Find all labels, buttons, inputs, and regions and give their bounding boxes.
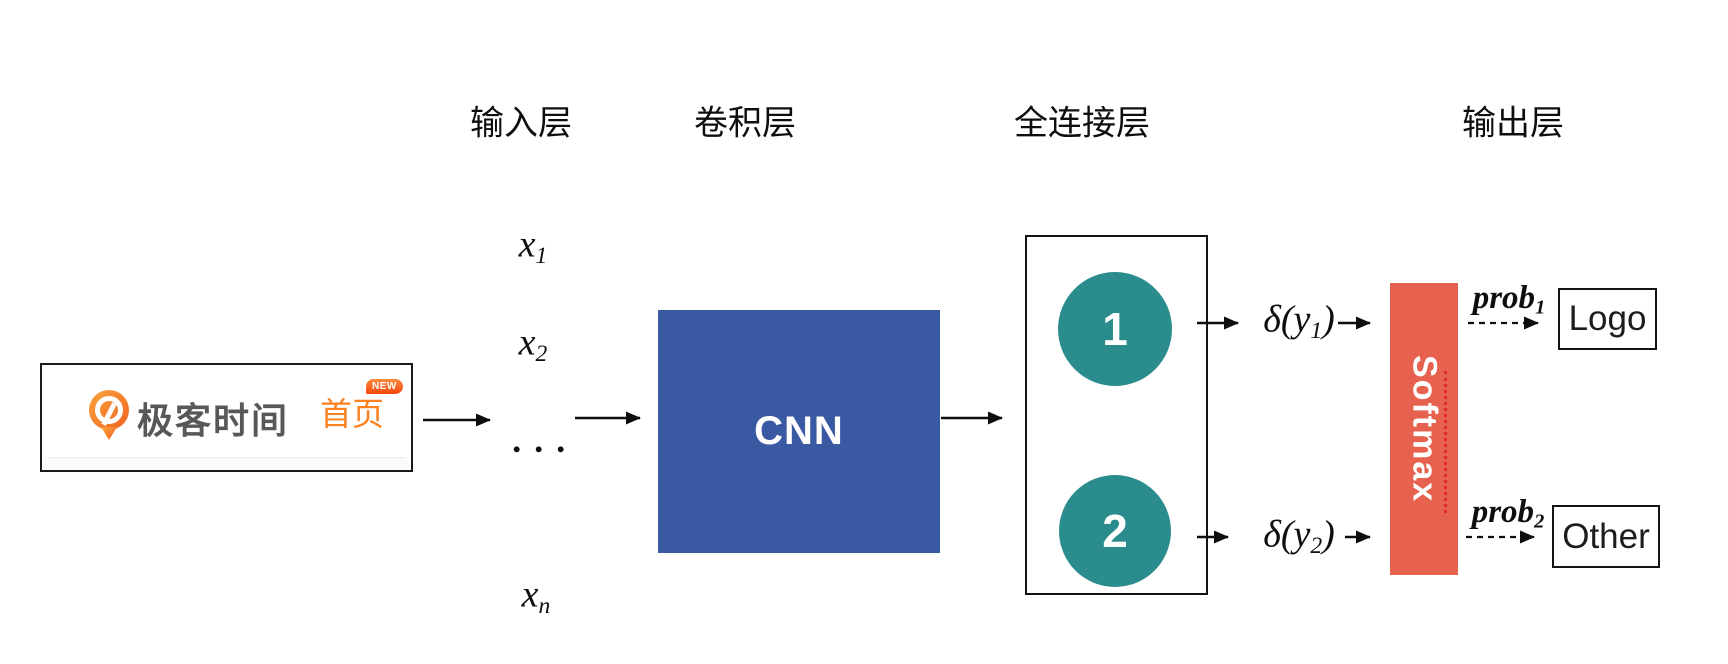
input-x1: x1 (518, 223, 548, 270)
output-logo-box: Logo (1558, 288, 1657, 350)
layer-label-input: 输入层 (470, 104, 572, 143)
cnn-box: CNN (658, 310, 940, 553)
brand-text: 极客时间 (137, 399, 290, 441)
softmax-bar: Softmax (1390, 283, 1458, 575)
new-badge: NEW (366, 379, 403, 394)
sample-separator-line (48, 457, 405, 458)
cnn-label: CNN (754, 409, 844, 453)
nav-home-link: 首页 (320, 396, 385, 432)
geektime-logo-icon (89, 390, 129, 440)
softmax-label: Softmax (1405, 354, 1444, 504)
fc-node-1: 1 (1058, 272, 1172, 386)
prob2-label: prob2 (1471, 493, 1545, 533)
delta-y1-label: δ(y1) (1263, 298, 1335, 345)
input-x2: x2 (518, 321, 548, 368)
delta-y2-label: δ(y2) (1263, 513, 1335, 560)
layer-label-conv: 卷积层 (694, 104, 796, 143)
prob1-label: prob1 (1472, 279, 1546, 319)
fc-node-2: 2 (1059, 475, 1171, 587)
sample-footer-strip (44, 458, 409, 468)
layer-label-output: 输出层 (1462, 104, 1564, 143)
output-other-box: Other (1552, 505, 1660, 568)
sample-input-image: 极客时间 首页 NEW (40, 363, 413, 472)
input-xn: xn (521, 573, 551, 620)
softmax-dotted-line (1444, 371, 1447, 513)
layer-label-fc: 全连接层 (1014, 104, 1150, 143)
input-ellipsis: . . . (513, 420, 569, 460)
